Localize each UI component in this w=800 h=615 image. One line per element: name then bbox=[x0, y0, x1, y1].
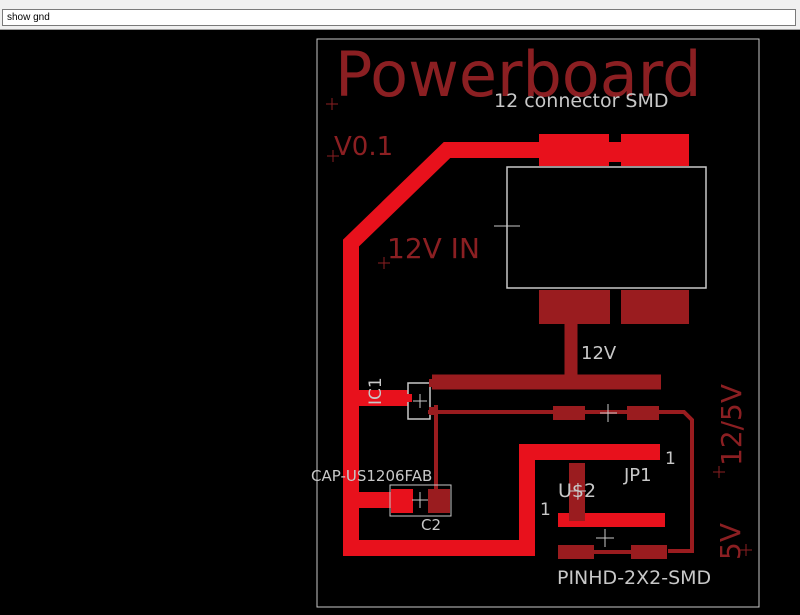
header-name-label: U$2 bbox=[558, 480, 597, 502]
origin-marks bbox=[326, 98, 752, 556]
pcb-canvas[interactable]: Powerboard 12 connector SMD V0.1 12V IN … bbox=[0, 30, 800, 615]
net-5v-label: 5V bbox=[714, 523, 747, 560]
connector-pad-bottom-2[interactable] bbox=[621, 290, 689, 324]
cap-package-label: CAP-US1206FAB bbox=[311, 467, 433, 485]
jumper-pad-1[interactable] bbox=[553, 406, 585, 420]
jumper-pin1-label: 1 bbox=[665, 449, 676, 469]
connector-outline bbox=[506, 166, 707, 289]
header-pin1-label: 1 bbox=[540, 500, 551, 520]
c2-outline bbox=[389, 484, 452, 517]
connector-link bbox=[600, 142, 630, 162]
net-12v-label: 12V bbox=[581, 343, 617, 364]
version-label: V0.1 bbox=[334, 132, 394, 162]
voltage-select-label: 12/5V bbox=[715, 383, 748, 466]
connector-pad-top-2[interactable] bbox=[621, 134, 689, 166]
c2-pad-right[interactable] bbox=[428, 489, 450, 513]
trace-12v-in[interactable] bbox=[343, 142, 660, 556]
connector-pad-top-1[interactable] bbox=[539, 134, 609, 166]
input-label: 12V IN bbox=[387, 232, 480, 265]
jumper-pad-2[interactable] bbox=[627, 406, 659, 420]
command-input[interactable] bbox=[2, 9, 796, 26]
c2-pad-left[interactable] bbox=[391, 489, 413, 513]
ic1-pad-top bbox=[429, 379, 437, 387]
header-pad-1[interactable] bbox=[569, 463, 585, 521]
command-bar bbox=[0, 0, 800, 30]
jumper-name-label: JP1 bbox=[624, 465, 652, 486]
connector-name-label: 12 connector SMD bbox=[494, 90, 669, 112]
ic1-label: IC1 bbox=[366, 377, 386, 405]
ic1-pad-bottom bbox=[429, 407, 437, 415]
header-pad-bottom-1[interactable] bbox=[558, 545, 594, 559]
cap-name-label: C2 bbox=[421, 516, 442, 534]
header-pad-mark bbox=[567, 452, 575, 454]
trace-ic1-out-thin bbox=[428, 410, 694, 553]
ic1-pad-mid bbox=[404, 394, 412, 402]
connector-pad-bottom-1[interactable] bbox=[539, 290, 610, 324]
pcb-layout-svg[interactable] bbox=[0, 30, 800, 615]
board-title: Powerboard bbox=[335, 38, 702, 111]
header-package-label: PINHD-2X2-SMD bbox=[557, 567, 712, 589]
header-pad-bottom-2[interactable] bbox=[631, 545, 667, 559]
board-outline bbox=[316, 38, 760, 608]
